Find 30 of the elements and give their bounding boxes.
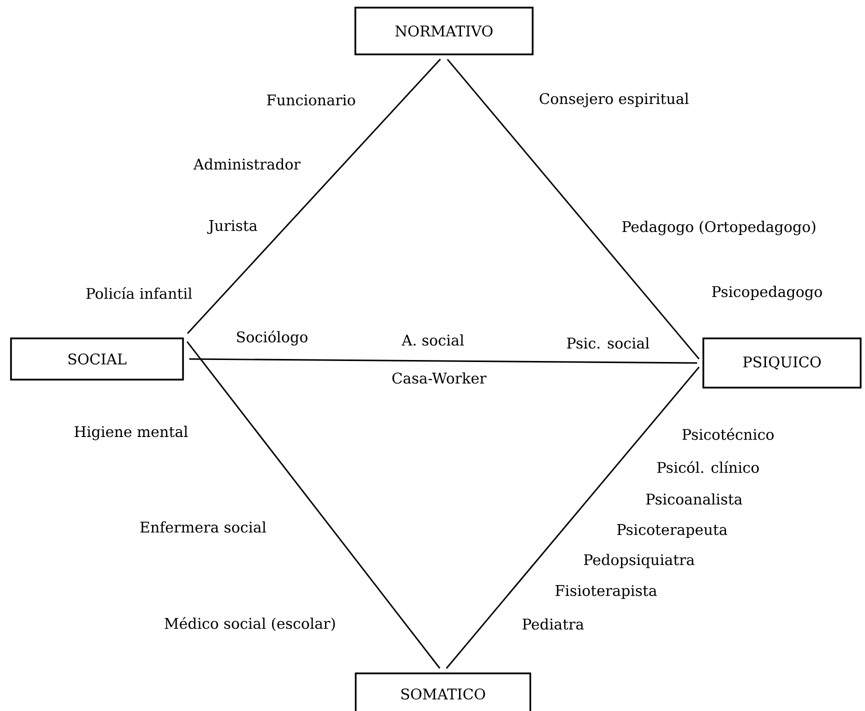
role-label: Pedagogo (Ortopedagogo) [622,220,816,236]
role-label: Psicól. clínico [657,461,759,473]
role-label: Psicoterapeuta [617,524,728,538]
diamond-side [189,358,698,364]
domain-box: PSIQUICO [702,337,862,389]
role-label: Policía infantil [86,287,192,299]
role-label: Consejero espiritual [540,92,689,108]
role-label: Higiene mental [74,426,188,440]
domain-box: SOMATICO [354,672,532,711]
diamond-side [186,58,441,334]
role-label: Casa-Worker [392,372,486,384]
role-label: Psicotécnico [682,428,774,440]
domain-box: NORMATIVO [354,6,534,56]
role-label: Psicoanalista [646,493,742,505]
diamond-side [446,366,700,669]
role-label: A. social [402,334,464,346]
diamond-side [186,341,440,669]
role-label: Psicopedagogo [712,286,822,300]
role-label: Pediatra [522,618,584,630]
role-label: Funcionario [267,94,356,106]
role-label: Sociólogo [237,330,308,346]
role-label: Enfermera social [140,521,266,533]
role-label: Fisioterapista [556,585,657,599]
diamond-side [446,58,700,360]
domain-box: SOCIAL [10,337,184,381]
role-label: Médico social (escolar) [164,616,335,631]
role-label: Jurista [207,220,258,234]
role-label: Administrador [193,158,301,170]
role-label: Pedopsiquiatra [584,554,694,568]
role-label: Psic. social [567,337,650,349]
